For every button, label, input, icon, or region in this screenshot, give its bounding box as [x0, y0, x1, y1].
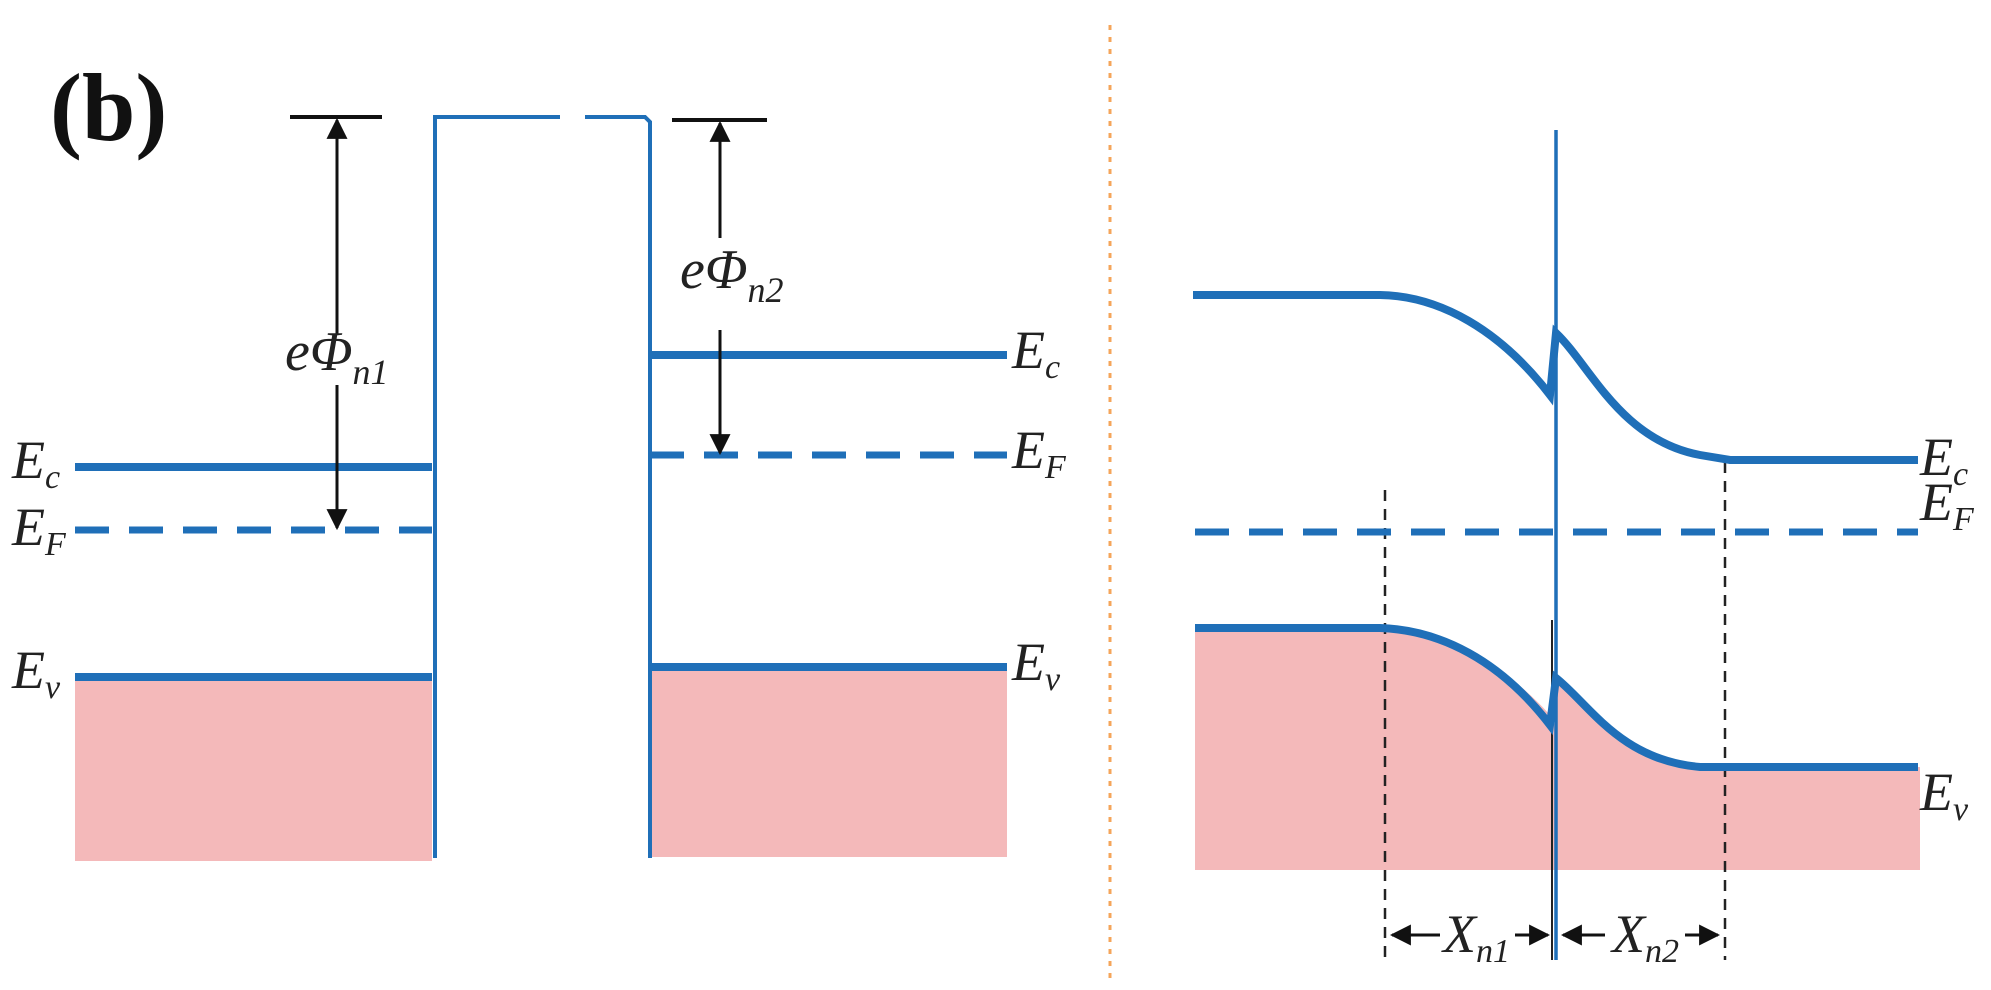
junction-ev-label: Ev — [1919, 762, 1969, 828]
xn2-label: Xn2 — [1610, 904, 1679, 970]
left-ev-label: Ev — [11, 640, 61, 706]
right-valence-fill — [650, 670, 1007, 857]
panel-label: (b) — [50, 54, 167, 161]
barrier-label-n1: eΦn1 — [285, 321, 388, 392]
left-ef-label: EF — [11, 497, 67, 563]
left-diagram: eΦn1 eΦn2 Ec EF Ev Ec EF Ev — [11, 115, 1067, 861]
junction-ec-curve — [1193, 291, 1918, 464]
left-ec-label: Ec — [11, 430, 60, 496]
right-diagram: Ec EF Ev Xn1 Xn2 — [1193, 130, 1975, 970]
junction-ev-curve — [1195, 624, 1918, 771]
right-ef-label: EF — [1011, 420, 1067, 486]
junction-ef-label: EF — [1919, 472, 1975, 538]
right-ev-label: Ev — [1011, 632, 1061, 698]
junction-ec-label: Ec — [1919, 427, 1968, 493]
xn1-label: Xn1 — [1441, 904, 1510, 970]
barrier-left-wall — [433, 115, 560, 858]
right-ec-label: Ec — [1011, 320, 1060, 386]
barrier-right-wall — [585, 115, 652, 858]
barrier-label-n2: eΦn2 — [680, 239, 783, 310]
left-valence-fill — [75, 678, 432, 861]
